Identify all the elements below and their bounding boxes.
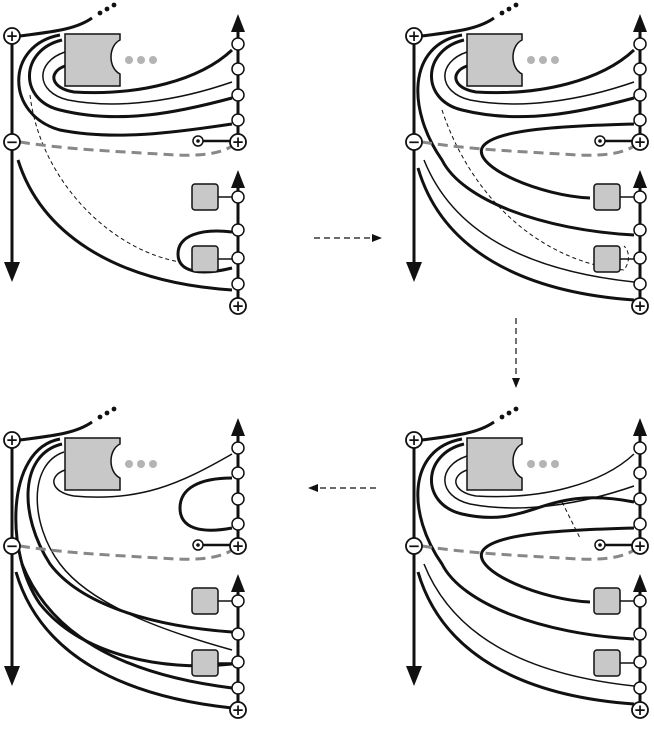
minus-symbol: − — [6, 537, 19, 555]
plus-symbol: + — [232, 537, 245, 555]
minus-symbol: − — [408, 133, 421, 151]
panel-top-right: + − + + — [404, 1, 650, 316]
plus-symbol: + — [634, 133, 647, 151]
transition-arrow-down — [512, 318, 520, 388]
transition-arrow-right — [314, 234, 382, 242]
plus-symbol: + — [232, 701, 245, 719]
panel-bottom-right: + − + + — [404, 405, 650, 720]
panel-bottom-left: + − + + — [2, 405, 248, 720]
plus-symbol: + — [634, 297, 647, 315]
minus-symbol: − — [408, 537, 421, 555]
plus-symbol: + — [408, 431, 421, 449]
plus-symbol: + — [634, 701, 647, 719]
transition-arrow-left — [308, 484, 376, 492]
plus-symbol: + — [408, 27, 421, 45]
plus-symbol: + — [6, 27, 19, 45]
minus-symbol: − — [6, 133, 19, 151]
plus-symbol: + — [6, 431, 19, 449]
plus-symbol: + — [232, 133, 245, 151]
plus-symbol: + — [232, 297, 245, 315]
plus-symbol: + — [634, 537, 647, 555]
panel-top-left: + − + + — [2, 1, 248, 316]
